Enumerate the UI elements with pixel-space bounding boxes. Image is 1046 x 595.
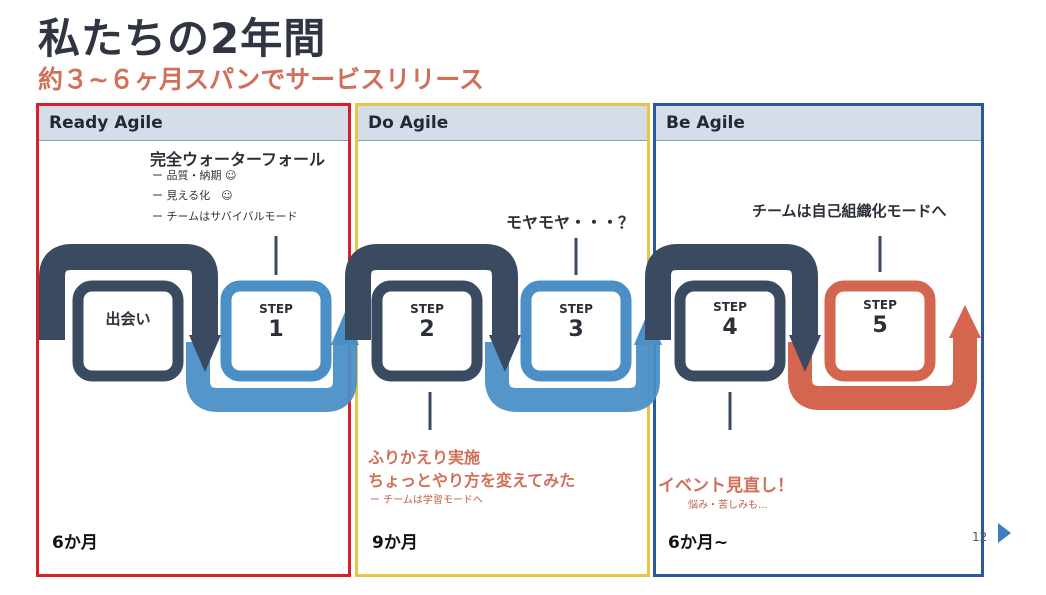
loop-upper-3	[645, 244, 818, 340]
loop-upper-2-arrowhead	[489, 335, 521, 372]
loop-upper-3-arrowhead	[789, 335, 821, 372]
step-2-number: 2	[419, 317, 434, 342]
page-title: 私たちの2年間	[38, 14, 327, 63]
note-waterfall-bullet-2: ー 見える化 ☺	[152, 189, 233, 202]
loop-upper-1-arrowhead	[189, 335, 221, 372]
note-event-sub: 悩み・苦しみも...	[688, 500, 768, 511]
note-waterfall: 完全ウォーターフォール	[150, 150, 326, 169]
note-self-organizing: チームは自己組織化モードへ	[752, 202, 947, 220]
step-4-number: 4	[722, 315, 737, 340]
loop-lower-2	[485, 342, 660, 412]
loop-upper-1	[39, 244, 218, 340]
step-3-word: STEP	[559, 302, 593, 316]
duration-be-agile: 6か月~	[668, 533, 729, 553]
note-event: イベント見直し！	[658, 476, 794, 496]
note-waterfall-bullet-3: ー チームはサバイバルモード	[152, 210, 298, 223]
note-retro-sub: ー チームは学習モードへ	[370, 495, 483, 506]
loop-lower-3-arrowhead	[949, 305, 981, 338]
loop-upper-2	[345, 244, 518, 340]
page-number: 12	[972, 530, 988, 544]
note-retro-line-2: ちょっとやり方を変えてみた	[368, 471, 576, 490]
note-moyamoya: モヤモヤ・・・？	[506, 213, 635, 232]
note-waterfall-bullet-1: ー 品質・納期 ☺	[152, 169, 237, 182]
step-5-word: STEP	[863, 298, 897, 312]
loop-lower-3	[788, 335, 977, 410]
step-2-word: STEP	[410, 302, 444, 316]
step-5-number: 5	[872, 313, 887, 338]
phase-ready-agile-header: Ready Agile	[39, 106, 348, 141]
box-step-2	[371, 280, 483, 382]
note-retro-line-1: ふりかえり実施	[368, 448, 481, 467]
box-step-3	[520, 280, 632, 382]
box-step-5	[824, 280, 936, 382]
next-slide-arrow-icon[interactable]	[998, 523, 1011, 543]
step-4-word: STEP	[713, 300, 747, 314]
duration-do-agile: 9か月	[372, 533, 418, 553]
loop-lower-1	[186, 342, 357, 412]
phase-do-agile-header: Do Agile	[358, 106, 647, 141]
step-1-word: STEP	[259, 302, 293, 316]
box-step-4	[674, 280, 786, 382]
step-3-number: 3	[568, 317, 583, 342]
duration-ready-agile: 6か月	[52, 533, 98, 553]
box-start	[72, 280, 184, 382]
phase-be-agile-header: Be Agile	[656, 106, 981, 141]
step-1-number: 1	[268, 317, 283, 342]
box-start-label: 出会い	[105, 310, 150, 328]
phase-be-agile: Be Agile	[653, 103, 984, 577]
box-step-1	[220, 280, 332, 382]
page-subtitle: 約３~６ヶ月スパンでサービスリリース	[38, 65, 484, 94]
